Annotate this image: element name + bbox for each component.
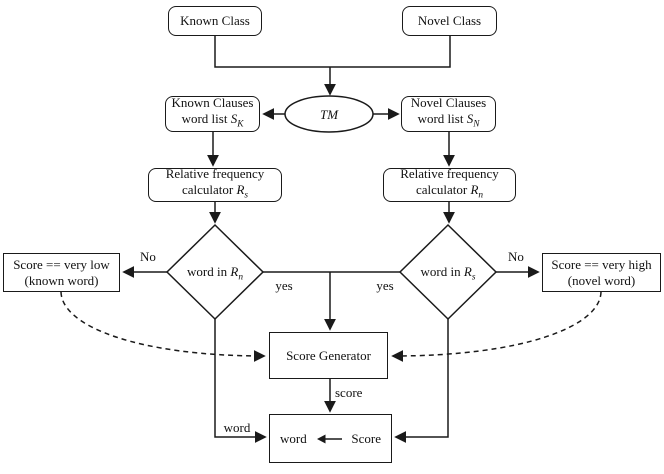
tm-label: TM <box>319 106 339 122</box>
rf-right-line1: Relative frequency <box>400 166 499 182</box>
node-novel-clauses: Novel Clauses word list SN <box>401 95 496 132</box>
diamond-word-in-rn <box>165 223 265 321</box>
novel-clauses-line1: Novel Clauses <box>410 95 487 111</box>
known-class-label: Known Class <box>180 13 250 28</box>
node-novel-class: Novel Class <box>402 6 497 36</box>
known-clauses-line2: word list SK <box>181 111 244 130</box>
word-score-row: word Score <box>270 431 391 447</box>
word-score-right: Score <box>351 430 381 446</box>
decision-diamonds <box>165 223 498 321</box>
rf-right-line2: calculator Rn <box>415 182 484 201</box>
node-word-score: word Score <box>269 414 392 463</box>
edge-label-score: score <box>335 385 363 400</box>
word-score-left: word <box>280 430 307 446</box>
score-high-line1: Score == very high <box>551 256 652 272</box>
node-score-very-high: Score == very high (novel word) <box>542 253 661 292</box>
node-known-class: Known Class <box>168 6 262 36</box>
edge-label-word: word <box>223 420 251 435</box>
novel-clauses-line2: word list SN <box>417 111 480 130</box>
rf-left-line2: calculator Rs <box>181 182 249 201</box>
solid-connectors <box>122 36 540 443</box>
dashed-connectors <box>60 291 602 362</box>
known-clauses-line1: Known Clauses <box>171 95 254 111</box>
diamond-word-in-rs <box>398 223 498 321</box>
edge-label-yes-left: yes <box>275 278 293 293</box>
novel-class-label: Novel Class <box>417 13 482 28</box>
node-rf-calculator-left: Relative frequency calculator Rs <box>148 166 282 202</box>
rf-left-line1: Relative frequency <box>165 166 265 182</box>
node-known-clauses: Known Clauses word list SK <box>165 95 260 132</box>
edge-label-no-left: No <box>140 249 156 264</box>
node-score-generator: Score Generator <box>269 332 388 379</box>
left-arrow-icon <box>317 434 343 443</box>
node-score-very-low: Score == very low (known word) <box>3 253 120 292</box>
tm-ellipse <box>284 95 374 133</box>
score-low-line2: (known word) <box>24 272 99 288</box>
score-high-line2: (novel word) <box>567 272 636 288</box>
decision-right-label: word in Rs <box>420 264 476 283</box>
score-low-line1: Score == very low <box>13 256 110 272</box>
node-rf-calculator-right: Relative frequency calculator Rn <box>383 166 516 202</box>
decision-left-label: word in Rn <box>187 264 243 283</box>
edge-label-no-right: No <box>508 249 524 264</box>
edge-label-yes-right: yes <box>376 278 394 293</box>
